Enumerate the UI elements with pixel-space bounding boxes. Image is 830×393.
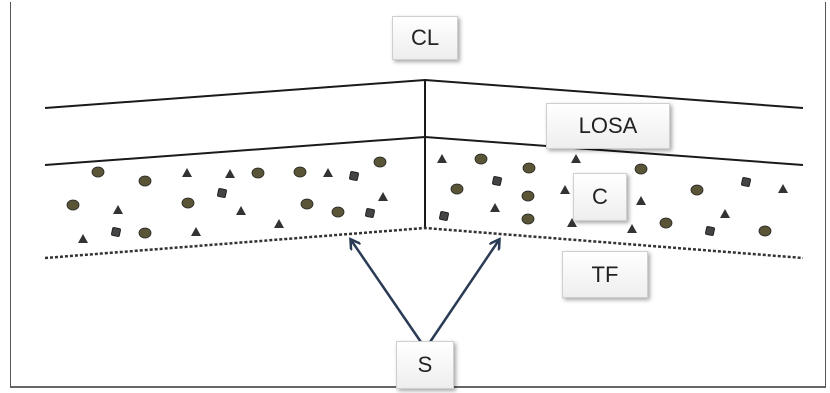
aggregate-round [66, 199, 80, 211]
aggregate-block [349, 171, 359, 181]
arrow-left [351, 240, 425, 346]
aggregate-round [91, 166, 105, 178]
base-aggregates [66, 153, 788, 243]
aggregate-angular [490, 203, 500, 212]
aggregate-round [373, 156, 387, 168]
aggregate-round [138, 227, 152, 239]
aggregate-block [741, 177, 751, 187]
aggregate-angular [720, 209, 730, 218]
aggregate-round [521, 213, 535, 225]
aggregate-round [521, 190, 535, 202]
aggregate-round [634, 163, 648, 175]
label-tf: TF [562, 251, 648, 298]
aggregate-round [522, 162, 536, 174]
aggregate-block [217, 188, 227, 198]
aggregate-angular [571, 154, 581, 163]
aggregate-block [705, 226, 715, 236]
label-s: S [396, 341, 454, 389]
aggregate-angular [182, 168, 192, 177]
aggregate-angular [225, 169, 235, 178]
aggregate-angular [560, 185, 570, 194]
aggregate-angular [778, 184, 788, 193]
label-cl: CL [392, 16, 458, 60]
aggregate-angular [627, 224, 637, 233]
aggregate-angular [567, 218, 577, 227]
aggregate-round [300, 198, 314, 210]
aggregate-angular [323, 168, 333, 177]
aggregate-angular [113, 205, 123, 214]
aggregate-round [251, 167, 265, 179]
aggregate-angular [236, 206, 246, 215]
aggregate-round [138, 175, 152, 187]
aggregate-angular [636, 196, 646, 205]
aggregate-round [293, 166, 307, 178]
aggregate-block [365, 208, 375, 218]
label-losa: LOSA [546, 103, 670, 149]
aggregate-round [474, 153, 488, 165]
aggregate-round [690, 184, 704, 196]
aggregate-angular [378, 192, 388, 201]
aggregate-angular [274, 219, 284, 228]
aggregate-block [492, 176, 502, 186]
arrow-right [426, 240, 499, 346]
aggregate-angular [437, 154, 447, 163]
label-c: C [573, 173, 627, 221]
aggregate-round [181, 197, 195, 209]
aggregate-angular [78, 234, 88, 243]
aggregate-round [758, 225, 772, 237]
aggregate-round [450, 183, 464, 195]
aggregate-angular [191, 227, 201, 236]
aggregate-block [439, 211, 449, 221]
aggregate-round [331, 206, 345, 218]
aggregate-round [659, 217, 673, 229]
subgrade-dashed-line [44, 226, 804, 260]
aggregate-block [111, 227, 121, 237]
